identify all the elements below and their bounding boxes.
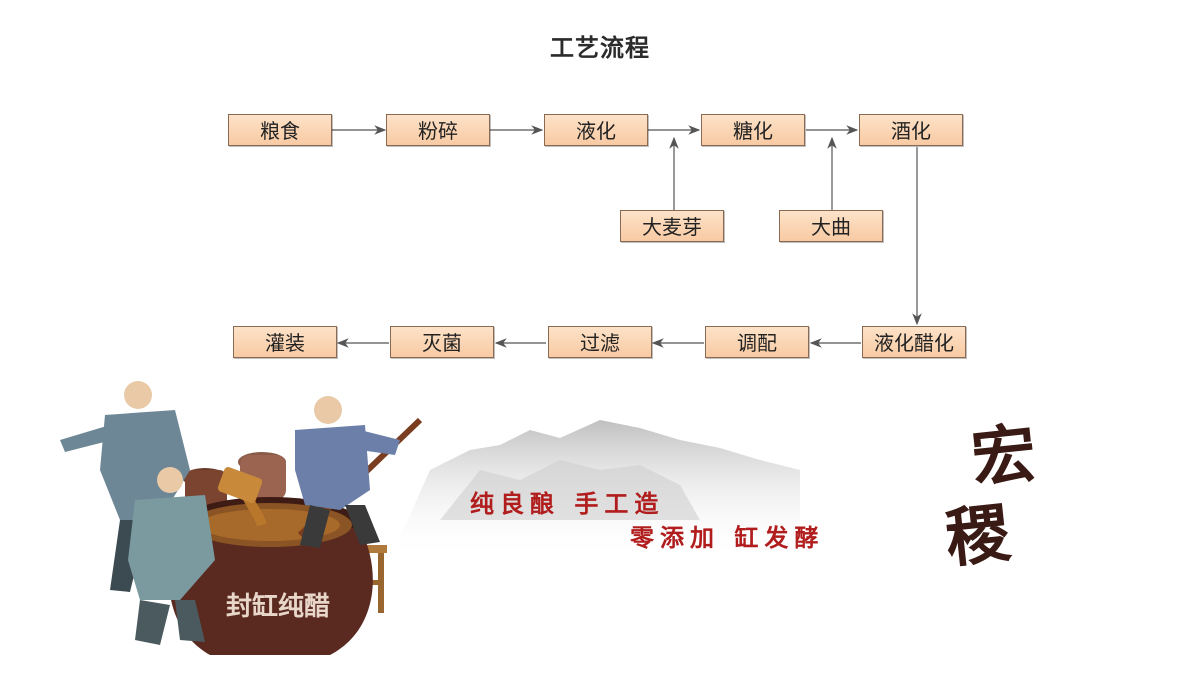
- jar-label: 封缸纯醋: [225, 592, 330, 622]
- node-acetify: 液化醋化: [862, 326, 966, 358]
- slogan-line-1: 纯良酿 手工造: [470, 489, 665, 518]
- slogan-line-2: 零添加 缸发酵: [630, 523, 825, 552]
- node-blend: 调配: [705, 326, 809, 358]
- node-filter: 过滤: [548, 326, 652, 358]
- brand-char-2: 稷: [942, 495, 1014, 578]
- node-wine-ferment: 酒化: [859, 114, 963, 146]
- node-saccharify: 糖化: [701, 114, 805, 146]
- node-malt: 大麦芽: [620, 210, 724, 242]
- node-crush: 粉碎: [386, 114, 490, 146]
- node-sterilize: 灭菌: [390, 326, 494, 358]
- page-title: 工艺流程: [550, 34, 650, 62]
- node-daqu: 大曲: [779, 210, 883, 242]
- brand-char-1: 宏: [968, 415, 1040, 498]
- node-bottle: 灌装: [233, 326, 337, 358]
- node-liquefy: 液化: [544, 114, 648, 146]
- node-grain: 粮食: [228, 114, 332, 146]
